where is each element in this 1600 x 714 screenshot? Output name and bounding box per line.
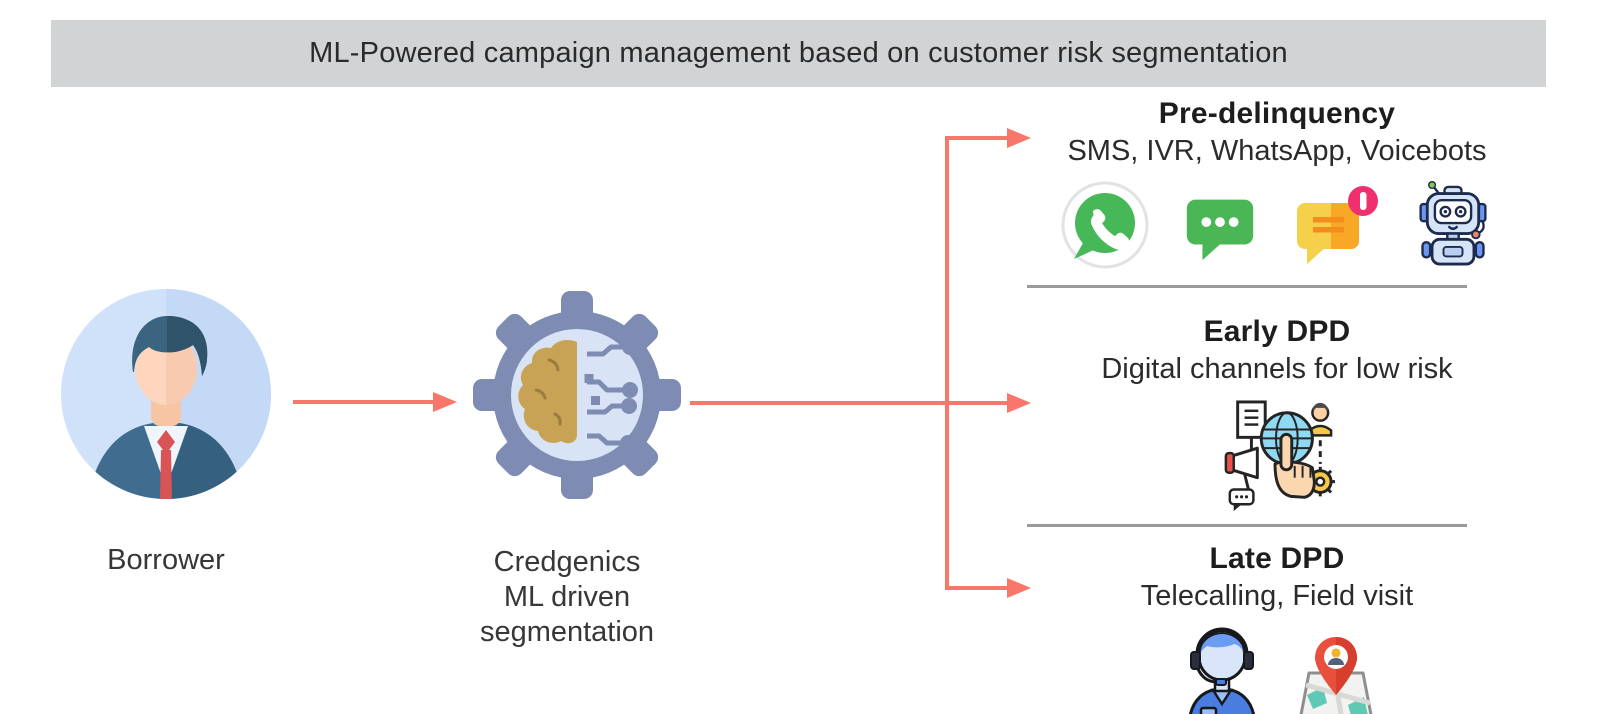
segment-pre-delinquency: Pre-delinquency SMS, IVR, WhatsApp, Voic… <box>1037 97 1517 269</box>
segment-early-dpd: Early DPD Digital channels for low risk <box>1037 315 1517 517</box>
segment-late-dpd: Late DPD Telecalling, Field visit <box>1037 542 1517 714</box>
borrower-label: Borrower <box>107 544 225 576</box>
telecaller-icon <box>1188 627 1256 714</box>
section-divider <box>1027 524 1467 527</box>
sms-chat-icon <box>1186 199 1254 261</box>
ml-engine <box>472 290 682 500</box>
early-dpd-title: Early DPD <box>1203 315 1351 348</box>
late-dpd-title: Late DPD <box>1209 542 1345 575</box>
section-divider <box>1027 285 1467 288</box>
engine-label: Credgenics ML driven segmentation <box>417 545 717 650</box>
ml-gear-brain-icon <box>473 291 681 499</box>
engine-label-line-3: segmentation <box>479 616 655 648</box>
engine-label-line-2: ML driven <box>503 581 631 613</box>
arrow-branch-to-late-dpd <box>945 403 1031 598</box>
borrower-avatar <box>60 288 272 500</box>
chat-notification-icon <box>1297 186 1378 264</box>
digital-marketing-icon <box>1224 400 1336 512</box>
header-banner: ML-Powered campaign management based on … <box>51 20 1546 87</box>
engine-label-line-1: Credgenics <box>493 546 641 578</box>
late-dpd-subtitle: Telecalling, Field visit <box>1140 580 1414 612</box>
early-dpd-subtitle: Digital channels for low risk <box>1101 353 1453 385</box>
early-dpd-icon-row <box>1037 399 1517 517</box>
borrower-icon <box>61 289 271 499</box>
pre-delinquency-subtitle: SMS, IVR, WhatsApp, Voicebots <box>1067 135 1487 167</box>
whatsapp-icon <box>1061 181 1149 269</box>
arrow-branch-to-pre-delinquency <box>945 128 1031 403</box>
field-visit-map-icon <box>1299 637 1373 714</box>
page-title: ML-Powered campaign management based on … <box>309 37 1288 69</box>
pre-delinquency-icon-row <box>1037 181 1517 269</box>
pre-delinquency-title: Pre-delinquency <box>1158 97 1396 130</box>
voicebot-icon <box>1419 181 1487 266</box>
late-dpd-icon-row <box>1037 623 1517 714</box>
